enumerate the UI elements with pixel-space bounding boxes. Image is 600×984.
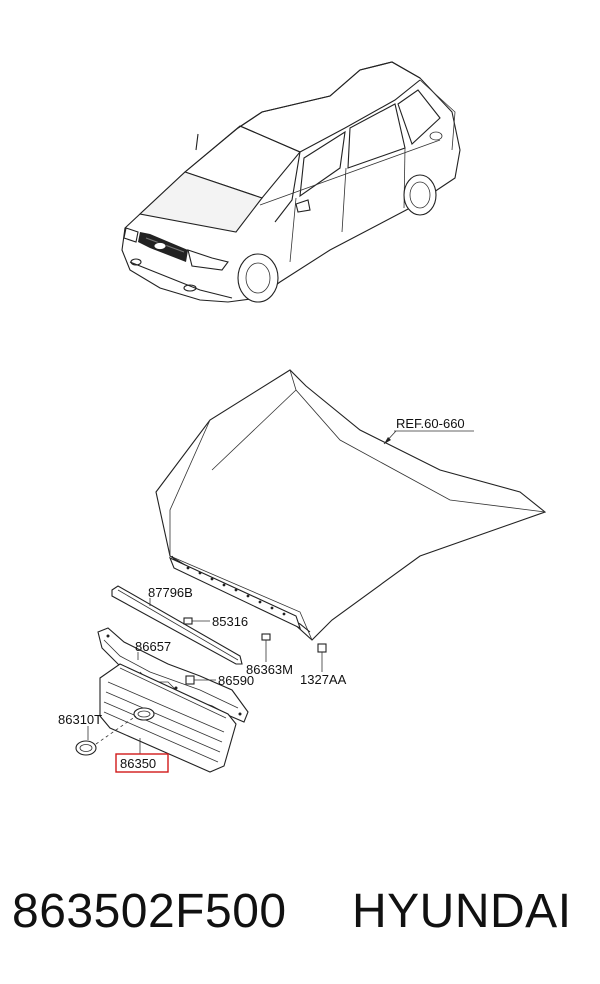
ref-label: REF.60-660 <box>396 416 465 431</box>
part-label-1327AA: 1327AA <box>300 672 347 687</box>
footer: 863502F500 HYUNDAI <box>0 880 600 984</box>
part-label-86363M: 86363M <box>246 662 293 677</box>
car-illustration <box>121 61 461 303</box>
highlight-box <box>115 753 169 773</box>
part-label-87796B: 87796B <box>148 585 193 600</box>
brand-name: HYUNDAI <box>352 885 572 938</box>
part-label-86657: 86657 <box>135 639 171 654</box>
part-number: 863502F500 <box>12 885 287 938</box>
radiator-grille <box>99 663 237 773</box>
hood-panel <box>155 369 547 641</box>
part-label-86310T: 86310T <box>58 712 102 727</box>
callout-86657: 86657 <box>135 639 171 660</box>
ref-callout: REF.60-660 <box>383 416 474 445</box>
bolt-86590: 86590 <box>185 673 254 688</box>
garnish-molding <box>111 585 243 665</box>
parts-diagram: REF.60-660 87796B 85316 86657 8 <box>58 61 547 773</box>
part-label-86590: 86590 <box>218 673 254 688</box>
part-label-85316: 85316 <box>212 614 248 629</box>
hood-seal-strip <box>168 556 301 630</box>
callout-86350: 86350 <box>115 738 169 773</box>
pin-86363M: 86363M <box>246 633 293 677</box>
emblem-86310T: 86310T <box>58 712 137 756</box>
clip-85316: 85316 <box>183 614 248 629</box>
callout-87796B: 87796B <box>148 585 193 606</box>
clip-1327AA: 1327AA <box>300 643 347 687</box>
part-label-86350: 86350 <box>120 756 156 771</box>
